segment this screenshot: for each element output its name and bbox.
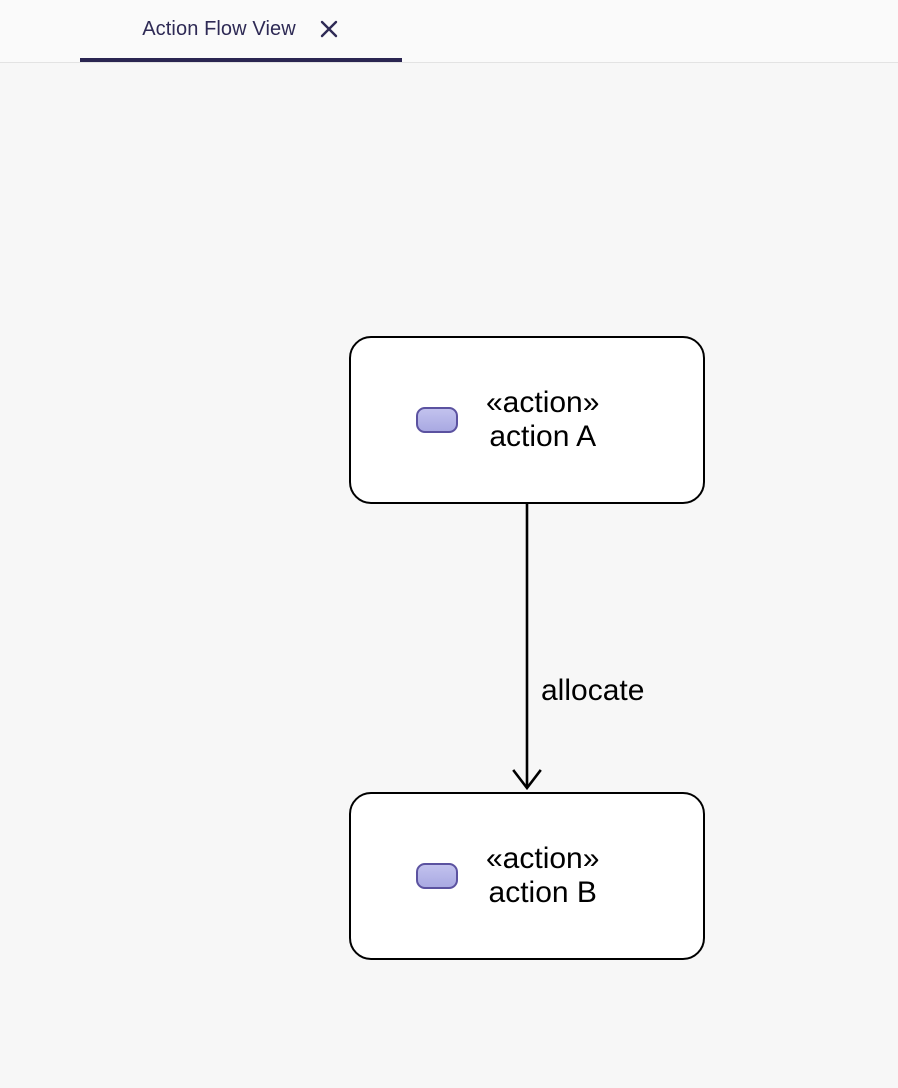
diagram-canvas[interactable]: allocate «action» action A «action» acti… bbox=[0, 64, 898, 1088]
node-label-group: «action» action A bbox=[486, 386, 599, 454]
node-stereotype: «action» bbox=[486, 386, 600, 420]
close-icon[interactable] bbox=[318, 18, 340, 40]
edge-allocate[interactable] bbox=[512, 504, 542, 791]
tab-label: Action Flow View bbox=[142, 17, 296, 40]
node-stereotype: «action» bbox=[486, 842, 600, 876]
node-action-a[interactable]: «action» action A bbox=[349, 336, 705, 504]
node-label-group: «action» action B bbox=[486, 842, 599, 910]
tab-bar: Action Flow View bbox=[0, 0, 898, 63]
node-name: action B bbox=[488, 876, 597, 909]
edge-layer bbox=[512, 504, 542, 791]
action-pill-icon bbox=[416, 407, 458, 433]
node-name: action A bbox=[489, 420, 597, 453]
node-action-b[interactable]: «action» action B bbox=[349, 792, 705, 960]
tab-action-flow-view[interactable]: Action Flow View bbox=[80, 0, 402, 62]
action-pill-icon bbox=[416, 863, 458, 889]
edge-label-allocate: allocate bbox=[541, 674, 645, 707]
